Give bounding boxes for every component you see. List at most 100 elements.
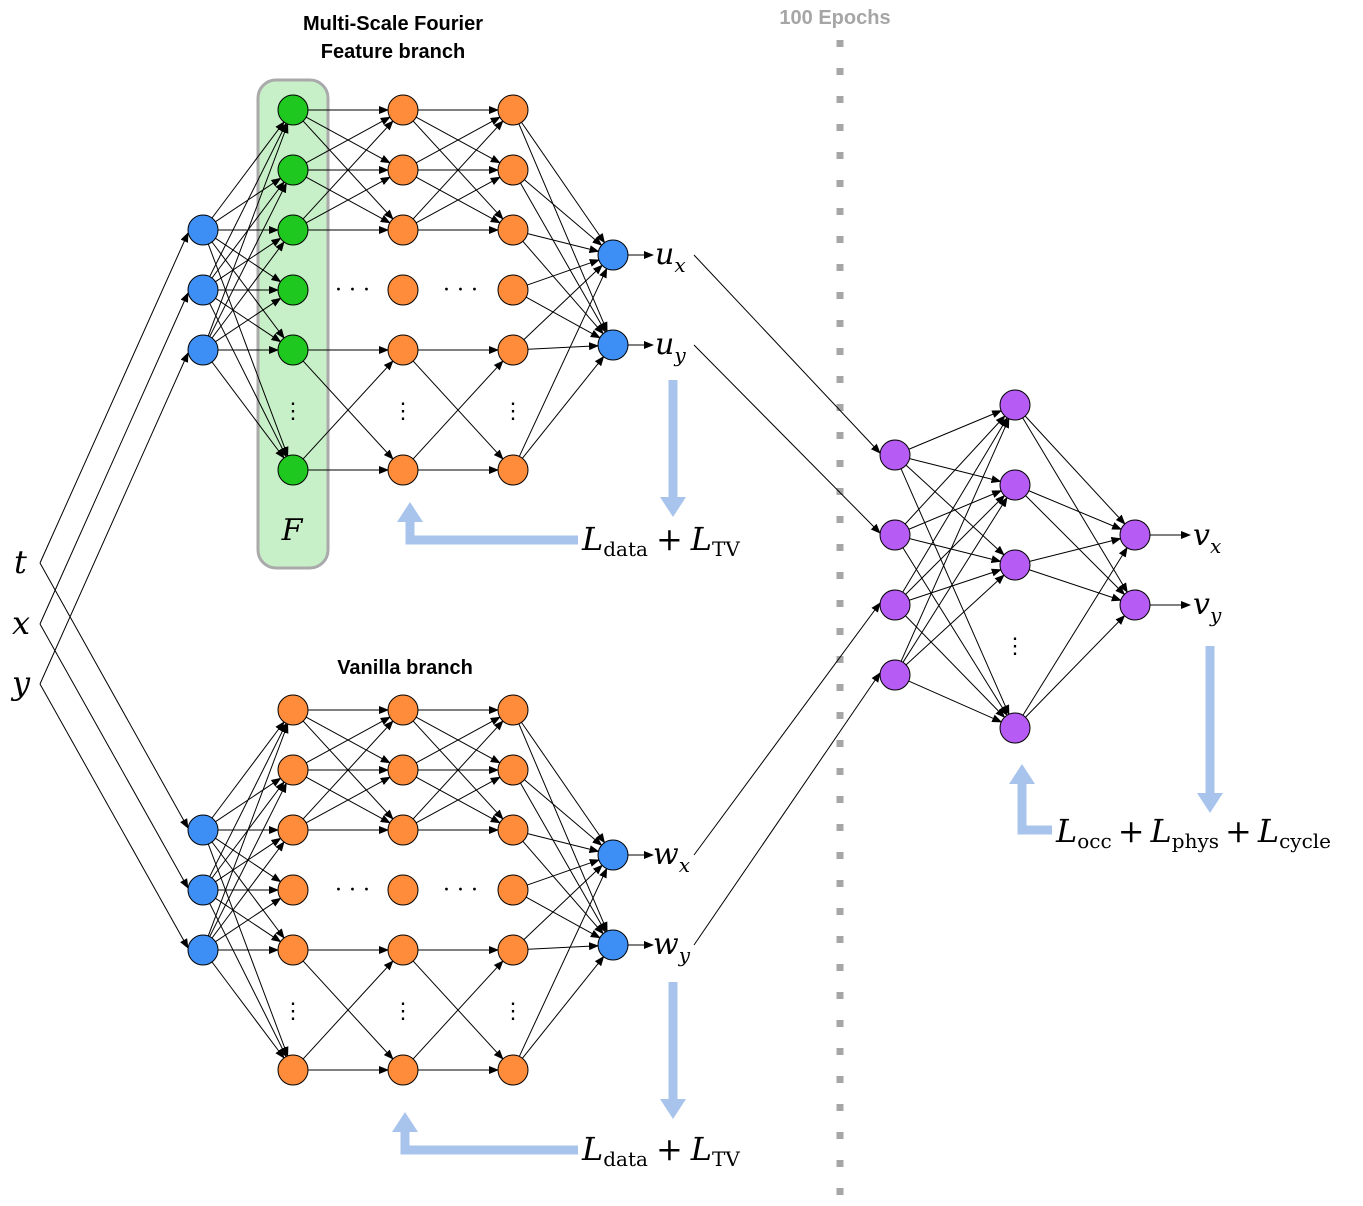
- input-node: [187, 814, 219, 846]
- ellipsis-vertical: ⋮: [282, 399, 304, 424]
- stage-route-edge: [693, 344, 881, 534]
- ellipsis-vertical: ⋮: [502, 999, 524, 1024]
- edge: [1025, 615, 1126, 718]
- connection-edges: [207, 106, 1191, 1074]
- ellipsis-vertical: ⋮: [502, 399, 524, 424]
- output-node: [597, 929, 629, 961]
- fourier-branch-title-line1: Multi-Scale Fourier: [303, 13, 483, 35]
- edge: [908, 490, 1003, 530]
- edge: [518, 267, 608, 457]
- input-label-x: x: [12, 604, 30, 642]
- edge: [523, 864, 603, 941]
- loss-arrow-right-back-head: [1009, 764, 1035, 784]
- fourier-feature-node: [277, 334, 309, 366]
- epochs-label: 100 Epochs: [779, 7, 890, 29]
- edge: [302, 360, 394, 460]
- vanilla-branch-title: Vanilla branch: [337, 657, 473, 679]
- hidden-node: [497, 274, 529, 306]
- hidden-node: [387, 934, 419, 966]
- loss-bottom-label: Ldata+LTV: [581, 1130, 740, 1171]
- edge: [412, 720, 504, 820]
- edge: [415, 176, 501, 224]
- edge: [209, 303, 287, 458]
- edge: [905, 574, 1005, 666]
- input-route-edge: [39, 292, 189, 625]
- edge: [1022, 417, 1128, 593]
- fourier-feature-box: [256, 78, 330, 570]
- edge: [211, 841, 285, 939]
- input-label-t: t: [14, 543, 27, 581]
- edge: [305, 116, 391, 164]
- edge: [522, 240, 604, 335]
- edge: [1024, 415, 1126, 525]
- hidden-node: [387, 94, 419, 126]
- edge: [521, 355, 605, 459]
- hidden-node: [497, 154, 529, 186]
- loss-arrow-bottom-down-head: [660, 1099, 686, 1119]
- fourier-branch-title-line2: Feature branch: [321, 41, 465, 63]
- edge: [211, 241, 285, 339]
- hidden-node: [497, 1054, 529, 1086]
- edge: [305, 176, 391, 224]
- edge: [518, 723, 608, 933]
- edge: [518, 867, 608, 1057]
- edge: [305, 716, 391, 764]
- hidden-node: [387, 454, 419, 486]
- hidden-node: [497, 694, 529, 726]
- edge: [412, 960, 504, 1060]
- output-label-vx: vx: [1193, 518, 1221, 558]
- edge: [527, 233, 600, 254]
- hidden-node: [497, 754, 529, 786]
- edge: [1028, 490, 1123, 530]
- output-label-vy: vy: [1193, 587, 1222, 627]
- edge: [527, 833, 600, 854]
- hidden-node: [497, 874, 529, 906]
- edge: [207, 723, 289, 937]
- edge: [211, 721, 285, 819]
- edge: [209, 122, 287, 277]
- output-label-wy: wy: [653, 927, 691, 967]
- fourier-feature-node: [277, 274, 309, 306]
- loss-arrow-bottom-back: [400, 1130, 578, 1155]
- ellipsis-vertical: ⋮: [392, 399, 414, 424]
- edge: [521, 722, 606, 844]
- hidden-node: [497, 814, 529, 846]
- edge: [524, 179, 603, 246]
- edge: [215, 297, 282, 343]
- fourier-feature-node: [277, 454, 309, 486]
- hidden-node: [387, 214, 419, 246]
- hidden-node: [277, 934, 309, 966]
- hidden-node: [387, 154, 419, 186]
- edge: [909, 568, 1002, 601]
- input-label-y: y: [10, 664, 31, 702]
- fourier-feature-node: [277, 94, 309, 126]
- edge: [527, 342, 600, 351]
- input-route-edge: [39, 623, 189, 889]
- stage2-output-node: [1119, 519, 1151, 551]
- edge: [415, 116, 501, 164]
- stage-route-edge: [693, 672, 881, 946]
- output-node: [597, 839, 629, 871]
- hidden-node: [387, 814, 419, 846]
- input-node: [187, 214, 219, 246]
- edge: [305, 776, 391, 824]
- loss-right-label: Locc+Lphys+Lcycle: [1055, 812, 1331, 853]
- hidden-node: [387, 1054, 419, 1086]
- edge: [527, 942, 600, 951]
- edge: [520, 182, 607, 333]
- loss-arrow-right-back: [1017, 782, 1052, 835]
- edge: [209, 903, 287, 1058]
- edge: [211, 121, 285, 219]
- hidden-node: [387, 274, 419, 306]
- hidden-node: [277, 1054, 309, 1086]
- edge: [415, 776, 501, 824]
- stage2-input-node: [879, 589, 911, 621]
- network-nodes: [187, 94, 1151, 1086]
- output-label-wx: wx: [653, 837, 690, 877]
- edge: [908, 410, 1003, 450]
- ellipsis-horizontal: · · ·: [443, 878, 478, 903]
- loss-arrow-top-back-head: [397, 502, 423, 522]
- ellipsis-horizontal: · · ·: [335, 278, 370, 303]
- hidden-node: [497, 214, 529, 246]
